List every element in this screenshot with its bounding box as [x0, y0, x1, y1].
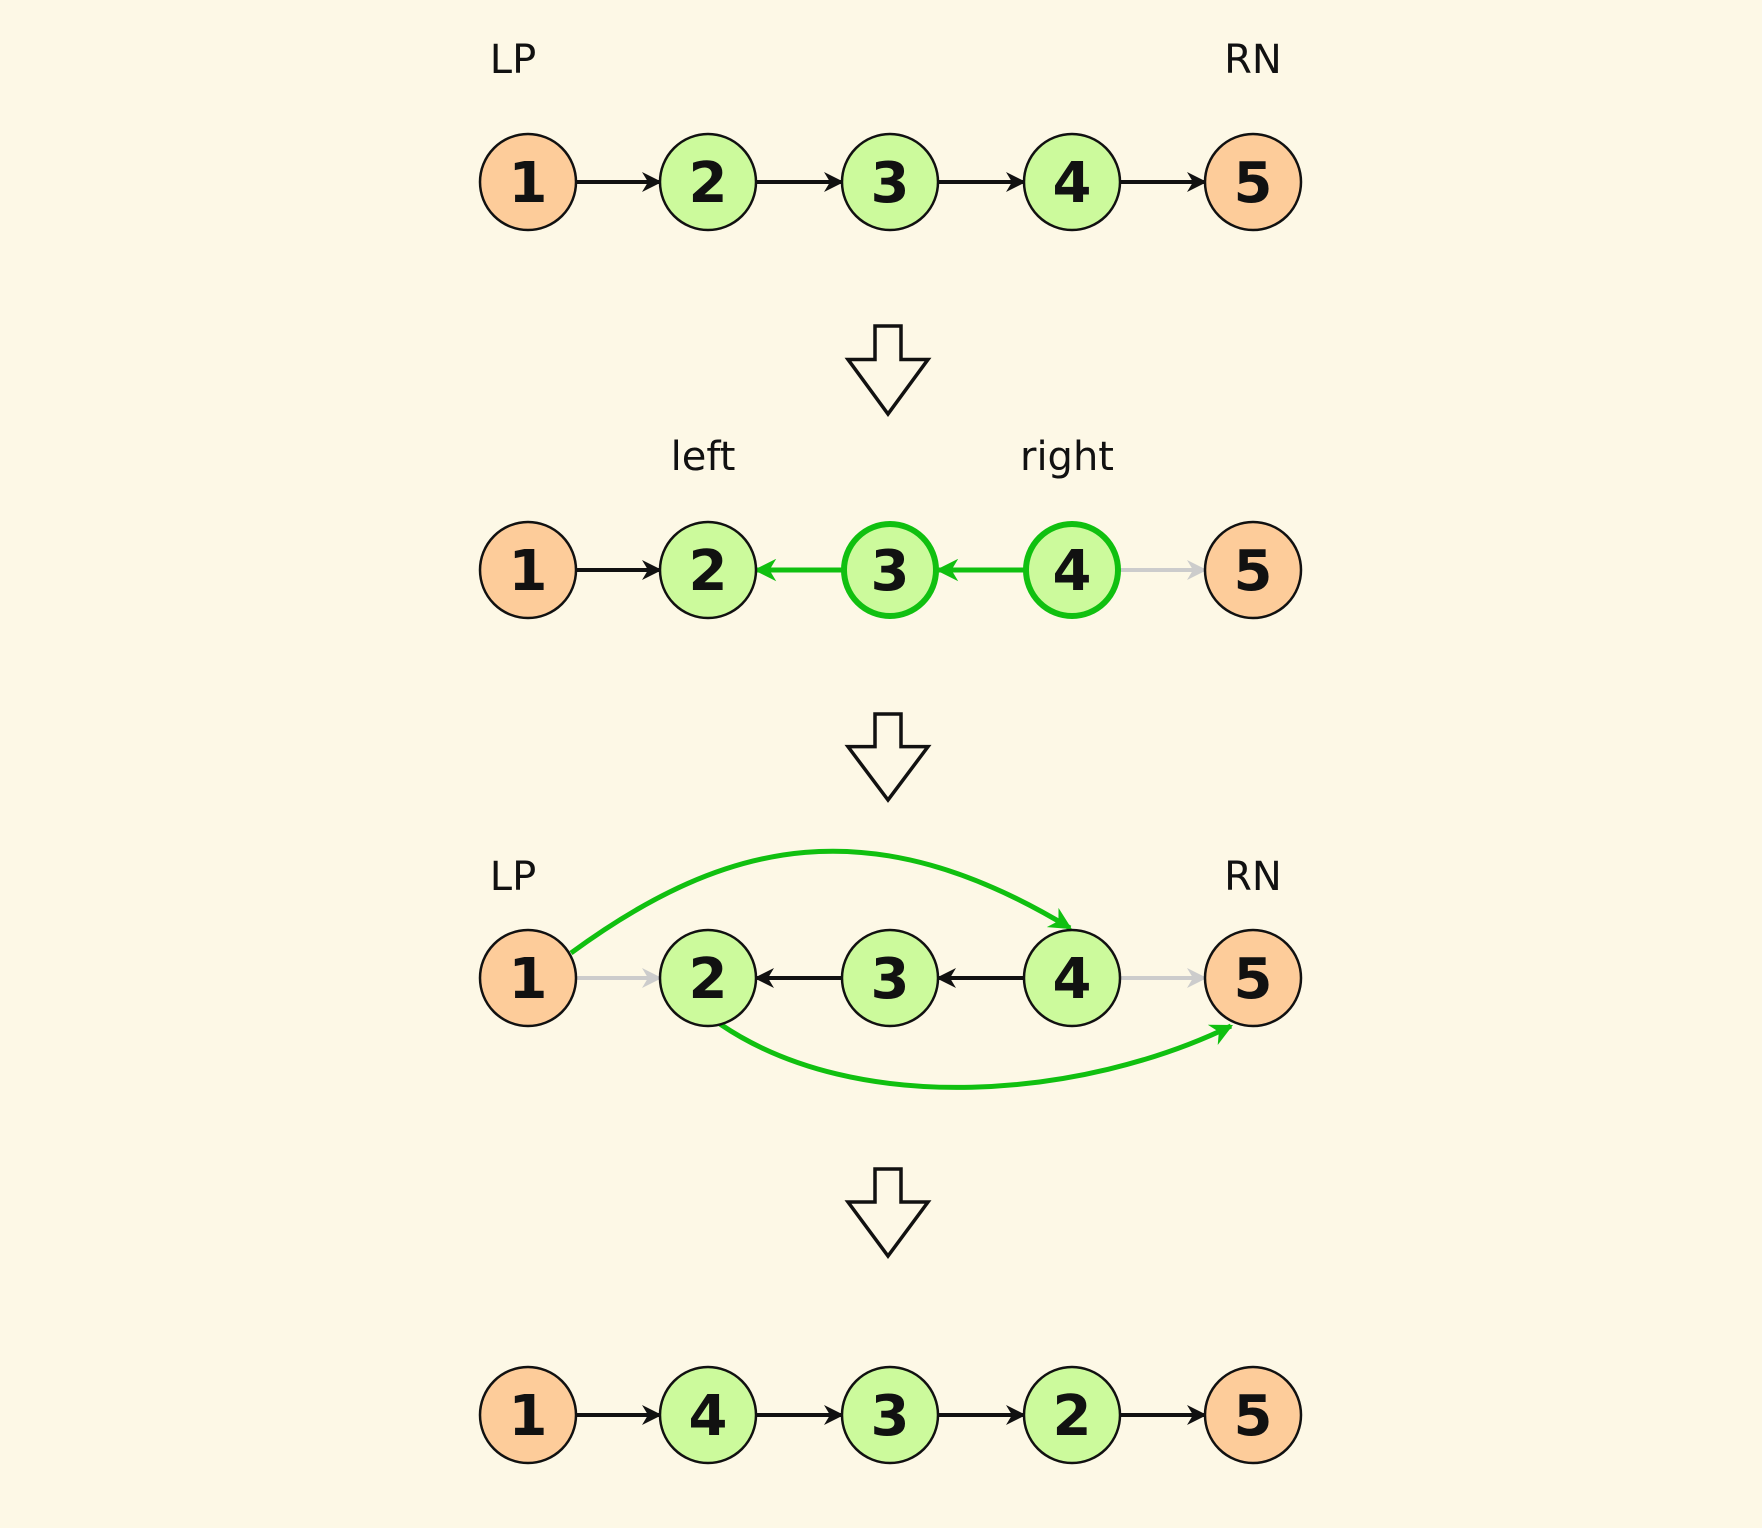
step-1: 1 2 3 4 5 LP RN: [478, 37, 1303, 232]
node-value: 2: [1053, 1384, 1092, 1449]
node-5: 5: [1203, 1365, 1303, 1465]
node-5: 5: [1203, 132, 1303, 232]
node-3: 3: [840, 928, 940, 1028]
node-value: 1: [509, 947, 548, 1012]
pointer-label-right: right: [1020, 434, 1114, 480]
node-value: 2: [689, 151, 728, 216]
node-value: 3: [871, 1384, 910, 1449]
node-value: 4: [689, 1384, 728, 1449]
node-value: 3: [871, 151, 910, 216]
node-1: 1: [478, 520, 578, 620]
node-circle: [1203, 520, 1303, 620]
node-circle: [658, 1365, 758, 1465]
node-4: 4: [658, 1365, 758, 1465]
node-4: 4: [1022, 132, 1122, 232]
node-value: 5: [1234, 151, 1273, 216]
step-2: 1 2 3 4 5 left right: [478, 434, 1303, 620]
node-3: 3: [840, 132, 940, 232]
node-circle: [841, 521, 939, 619]
node-value: 3: [871, 947, 910, 1012]
node-2: 2: [658, 132, 758, 232]
node-4: 4: [1022, 928, 1122, 1028]
node-circle: [1203, 928, 1303, 1028]
node-circle: [840, 132, 940, 232]
node-circle: [1022, 132, 1122, 232]
node-circle: [840, 1365, 940, 1465]
node-1: 1: [478, 928, 578, 1028]
node-5: 5: [1203, 520, 1303, 620]
pointer-label-lp: LP: [490, 37, 536, 83]
node-2: 2: [658, 928, 758, 1028]
down-arrow-icon: [844, 324, 932, 417]
pointer-label-left: left: [671, 434, 736, 480]
node-5: 5: [1203, 928, 1303, 1028]
pointer-label-rn: RN: [1224, 854, 1282, 900]
down-arrow-icon: [844, 712, 932, 803]
node-value: 4: [1053, 947, 1092, 1012]
node-circle: [478, 928, 578, 1028]
node-1: 1: [478, 1365, 578, 1465]
node-4: 4: [1023, 521, 1121, 619]
node-value: 5: [1234, 539, 1273, 604]
node-circle: [478, 520, 578, 620]
node-circle: [840, 928, 940, 1028]
pointer-label-lp: LP: [490, 854, 536, 900]
node-1: 1: [478, 132, 578, 232]
node-value: 2: [689, 539, 728, 604]
node-value: 4: [1053, 539, 1092, 604]
step-4: 1 4 3 2 5: [478, 1365, 1303, 1465]
node-2: 2: [658, 520, 758, 620]
node-circle: [1022, 928, 1122, 1028]
down-arrow-icon: [844, 1167, 932, 1259]
relink-curve-arrow: [718, 1021, 1234, 1090]
node-circle: [1022, 1365, 1122, 1465]
node-circle: [1203, 1365, 1303, 1465]
node-value: 2: [689, 947, 728, 1012]
node-value: 5: [1234, 947, 1273, 1012]
node-circle: [658, 928, 758, 1028]
node-value: 1: [509, 151, 548, 216]
node-circle: [1023, 521, 1121, 619]
node-2: 2: [1022, 1365, 1122, 1465]
node-circle: [658, 520, 758, 620]
step-3: 1 2 3 4 5 LP RN: [478, 848, 1303, 1090]
node-3: 3: [840, 1365, 940, 1465]
node-value: 1: [509, 539, 548, 604]
node-value: 1: [509, 1384, 548, 1449]
node-value: 3: [871, 539, 910, 604]
node-circle: [1203, 132, 1303, 232]
node-circle: [658, 132, 758, 232]
pointer-label-rn: RN: [1224, 37, 1282, 83]
node-circle: [478, 132, 578, 232]
node-value: 5: [1234, 1384, 1273, 1449]
relink-curve-arrow: [569, 848, 1072, 956]
node-circle: [478, 1365, 578, 1465]
node-value: 4: [1053, 151, 1092, 216]
node-3: 3: [841, 521, 939, 619]
